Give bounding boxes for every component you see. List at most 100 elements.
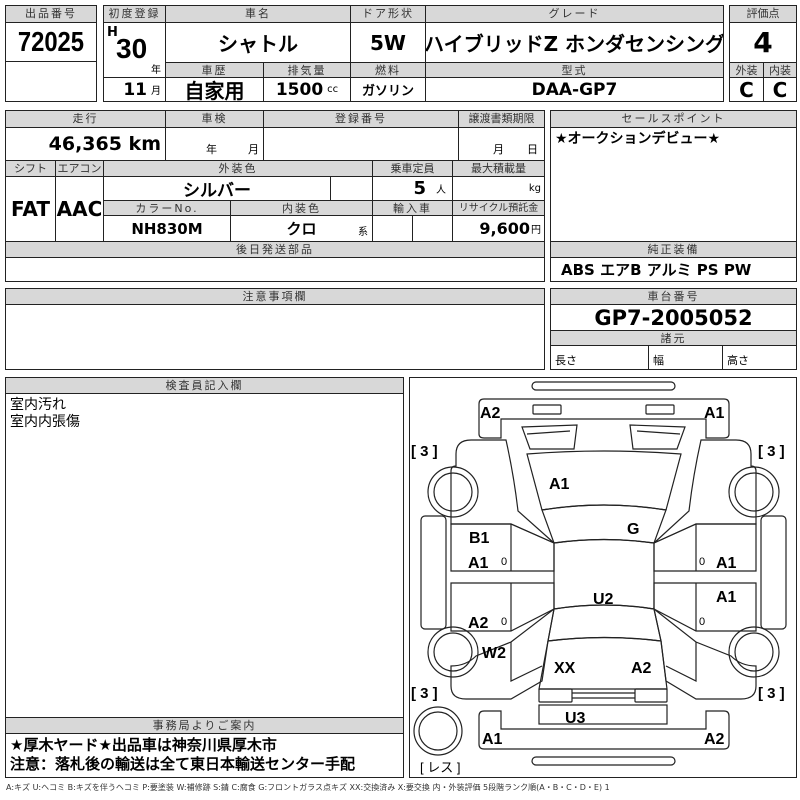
import-cell-2 [412,215,453,242]
model-label: 型式 [425,62,724,78]
rear-garnish [572,692,635,699]
left-rear-door [450,582,555,632]
month: 11 [123,79,147,100]
reg-no [263,127,459,161]
mark-roof: U2 [593,591,614,608]
inspection: 年月 [165,127,264,161]
front-lamp-right [645,404,675,415]
capacity-label: 乗車定員 [372,160,453,177]
mark-hood: A1 [549,476,570,493]
max-load-unit: kg [528,183,541,194]
shift: FAT [5,176,56,242]
ext-color-extra [330,176,373,201]
car-name: シャトル [165,22,351,63]
tire-front-left [427,466,479,518]
grade-label: グレード [425,5,724,23]
mark-zero: 0 [501,616,507,628]
rear-lamp-right [634,688,668,703]
recycle-value: 9,600 [479,219,530,238]
year-unit: 年 [151,65,161,76]
fuel-label: 燃料 [350,62,426,78]
front-panel [478,398,730,439]
lot-number-value: 72025 [17,26,85,57]
headlight-right [629,424,686,450]
mark-left-rear-quarter: W2 [482,645,506,662]
rear-window [547,604,662,642]
ext-color-label: 外装色 [103,160,373,177]
front-bumper [531,381,676,391]
inspector-label: 検査員記入欄 [5,377,404,394]
office-label: 事務局よりご案内 [5,717,404,734]
mark-rear-right: A2 [704,731,725,748]
right-sill [760,515,787,630]
specs-label: 諸元 [550,330,797,346]
right-front-door [653,523,757,572]
interior-grade: C [763,77,797,102]
recycle-label: リサイクル預託金 [452,200,545,216]
recycle-unit: 円 [531,225,541,236]
interior-label: 内装 [763,62,797,78]
mark-rear-panel: U3 [565,710,586,727]
capacity-unit: 人 [436,185,446,196]
color-no-label: カラーNo. [103,200,231,216]
inspector-notes: 室内汚れ 室内内張傷 [5,393,404,718]
tire-rear-right [728,626,780,678]
rear-bumper [531,756,676,766]
score-label: 評価点 [729,5,797,23]
mark-windshield: G [627,521,639,538]
max-load: kg [452,176,545,201]
max-load-label: 最大積載量 [452,160,545,177]
mark-trunk-left: XX [554,660,576,677]
sales-point: ★オークションデビュー★ [550,127,797,242]
int-color-unit: 系 [358,227,368,238]
right-rear-door [653,582,757,632]
int-color-value: クロ [286,220,317,238]
mark-right-front-door: A1 [716,555,737,572]
mark-left-front-door: A1 [468,555,489,572]
mark-front-left: A2 [480,405,501,422]
left-front-door [450,523,555,572]
equipment-label: 純正装備 [550,241,797,258]
tire-tread-rear-right: [ 3 ] [758,685,785,702]
ext-color: シルバー [103,176,331,201]
transfer-label: 譲渡書類期限 [458,110,545,128]
capacity-value: 5 [413,178,426,199]
mileage-label: 走行 [5,110,166,128]
door-label: ドア形状 [350,5,426,23]
equipment: ABS エアB アルミ PS PW [550,257,797,282]
lot-number: 72025 [5,22,97,62]
mark-trunk-right: A2 [631,660,652,677]
tire-tread-rear-left: [ 3 ] [411,685,438,702]
mark-front-right: A1 [704,405,725,422]
car-name-label: 車名 [165,5,351,23]
spare-tire [413,706,463,756]
grade: ハイブリッドZ ホンダセンシング [425,22,724,63]
office-notice: ★厚木ヤード★出品車は神奈川県厚木市 注意：落札後の輸送は全て東日本輸送センター… [5,733,404,778]
aircon-label: エアコン [55,160,104,177]
later-parts [5,257,545,282]
history-label: 車歴 [165,62,264,78]
left-front-fender [450,439,555,544]
mark-zero: 0 [501,556,507,568]
int-color: クロ 系 [230,215,373,242]
transfer-day-unit: 日 [527,143,538,156]
tire-tread-front-left: [ 3 ] [411,443,438,460]
mark-left-rear-door: A2 [468,615,489,632]
inspection-year-unit: 年 [206,143,217,156]
import-label: 輸入車 [372,200,453,216]
rear-panel-u3 [538,704,668,725]
chassis-number: GP7-2005052 [550,304,797,331]
reg-no-label: 登録番号 [263,110,459,128]
left-sill [420,515,447,630]
inspection-label: 車検 [165,110,264,128]
office-line: ★厚木ヤード★出品車は神奈川県厚木市 [10,736,277,754]
aircon: AAC [55,176,104,242]
history: 自家用 [165,77,264,102]
spec-width: 幅 [648,345,723,370]
displacement-label: 排気量 [263,62,351,78]
front-lamp-left [532,404,562,415]
headlight-left [521,424,578,450]
